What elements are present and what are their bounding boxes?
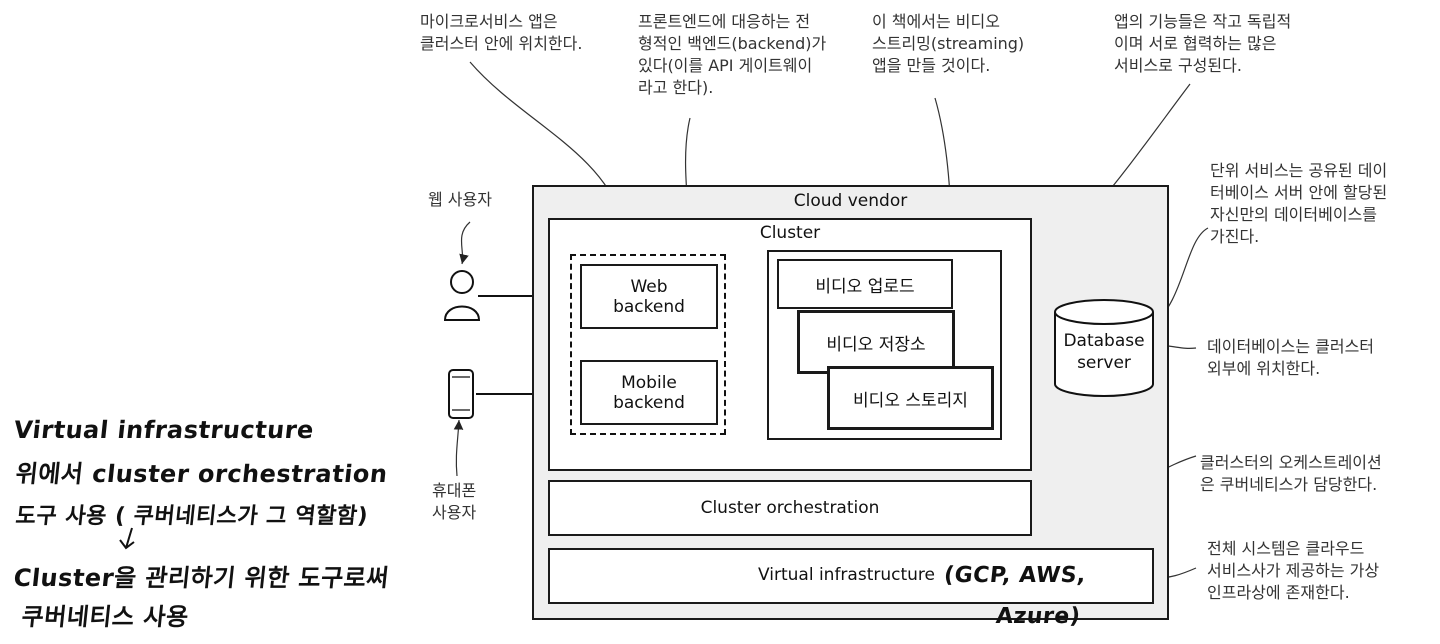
web-user-icon bbox=[443, 270, 481, 321]
handwritten-line-1: Virtual infrastructure bbox=[12, 416, 316, 444]
hand-arrow bbox=[119, 527, 135, 550]
handwritten-line-3: 도구 사용 ( 쿠버네티스가 그 역할함) bbox=[14, 504, 370, 529]
web-backend-label: Web backend bbox=[613, 276, 685, 317]
video-storage-box: 비디오 스토리지 bbox=[827, 366, 994, 430]
note-microservices: 마이크로서비스 앱은 클러스터 안에 위치한다. bbox=[420, 12, 583, 53]
web-user-label: 웹 사용자 bbox=[428, 190, 492, 209]
note-frontend-backend: 프론트엔드에 대응하는 전 형적인 백엔드(backend)가 있다(이를 AP… bbox=[638, 12, 827, 97]
note-whole-system: 전체 시스템은 클라우드 서비스사가 제공하는 가상 인프라상에 존재한다. bbox=[1207, 539, 1380, 602]
database-server-icon bbox=[1054, 299, 1154, 397]
cloud-vendor-label: Cloud vendor bbox=[793, 191, 908, 211]
video-storage-service-label: 비디오 저장소 bbox=[826, 334, 926, 355]
video-storage-service-box: 비디오 저장소 bbox=[797, 310, 955, 374]
mobile-phone-icon bbox=[448, 369, 474, 419]
handwritten-line-5: 쿠버네티스 사용 bbox=[20, 603, 191, 631]
web-backend-box: Web backend bbox=[580, 264, 718, 329]
virtual-infrastructure-box bbox=[548, 548, 1154, 604]
mobile-user-label: 휴대폰 사용자 bbox=[432, 481, 477, 522]
cluster-label: Cluster bbox=[759, 223, 821, 243]
note-small-services: 앱의 기능들은 작고 독립적 이며 서로 협력하는 많은 서비스로 구성된다. bbox=[1114, 12, 1292, 75]
handwritten-cloud-examples-2: Azure) bbox=[994, 604, 1082, 629]
note-orchestration: 클러스터의 오케스트레이션 은 쿠버네티스가 담당한다. bbox=[1200, 453, 1382, 494]
cluster-orchestration-label: Cluster orchestration bbox=[700, 498, 880, 518]
arrow-mobile-user bbox=[453, 419, 464, 477]
handwritten-line-2: 위에서 cluster orchestration bbox=[14, 460, 390, 488]
mobile-backend-label: Mobile backend bbox=[613, 372, 685, 413]
arrow-web-user bbox=[459, 221, 471, 265]
video-upload-label: 비디오 업로드 bbox=[815, 276, 915, 297]
note-streaming-app: 이 책에서는 비디오 스트리밍(streaming) 앱을 만들 것이다. bbox=[872, 12, 1025, 75]
video-storage-label: 비디오 스토리지 bbox=[853, 390, 968, 411]
note-db-outside: 데이터베이스는 클러스터 외부에 위치한다. bbox=[1207, 337, 1375, 378]
handwritten-line-4: Cluster을 관리하기 위한 도구로써 bbox=[12, 564, 391, 592]
api-gateway-group bbox=[570, 254, 726, 435]
virtual-infrastructure-label: Virtual infrastructure bbox=[758, 565, 935, 585]
cluster-orchestration-box: Cluster orchestration bbox=[548, 480, 1032, 536]
handwritten-cloud-examples: (GCP, AWS, bbox=[942, 563, 1088, 588]
note-own-database: 단위 서비스는 공유된 데이 터베이스 서버 안에 할당된 자신만의 데이터베이… bbox=[1210, 161, 1388, 246]
mobile-backend-box: Mobile backend bbox=[580, 360, 718, 425]
video-upload-box: 비디오 업로드 bbox=[777, 259, 953, 309]
database-server-label: Database server bbox=[1063, 331, 1145, 373]
